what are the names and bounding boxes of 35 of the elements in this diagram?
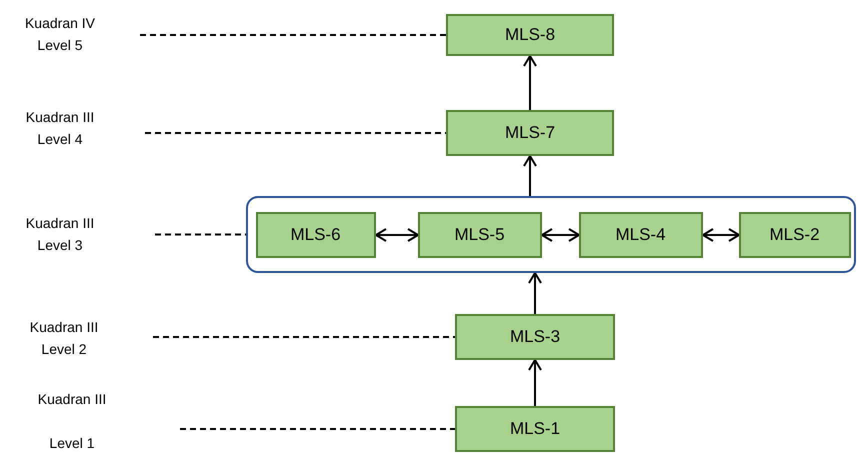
process-box [418, 212, 542, 258]
level-label: Kuadran III Level 2 [28, 318, 100, 359]
dashed-line [155, 234, 246, 236]
arrow [375, 228, 419, 242]
group-container [246, 196, 856, 273]
box-label: MLS-1 [510, 419, 560, 439]
arrow [523, 55, 537, 110]
box-label: MLS-6 [290, 224, 341, 244]
box-label: MLS-5 [454, 224, 505, 244]
dashed-line [140, 34, 446, 36]
process-box [738, 212, 850, 258]
box-label: MLS-8 [504, 25, 556, 45]
level-label: Level 1 [48, 434, 96, 453]
arrow [702, 228, 740, 242]
arrow [528, 359, 542, 406]
level-label: Kuadran IV Level 5 [24, 14, 96, 55]
box-label: MLS-2 [769, 224, 820, 244]
box-label: MLS-3 [510, 327, 560, 347]
arrow [523, 155, 537, 196]
dashed-line [180, 428, 455, 430]
dashed-line [153, 336, 455, 338]
level-label: Kuadran III Level 4 [24, 108, 96, 149]
process-box [455, 314, 615, 360]
dashed-line [145, 132, 446, 134]
process-box [446, 14, 614, 56]
box-label: MLS-7 [504, 123, 556, 143]
process-box [446, 110, 614, 156]
arrow [541, 228, 580, 242]
process-box [455, 406, 615, 452]
box-label: MLS-4 [615, 224, 666, 244]
process-box [578, 212, 702, 258]
level-label: Kuadran III Level 3 [24, 214, 96, 255]
arrow [528, 272, 542, 314]
process-box [256, 212, 376, 258]
level-label: Kuadran III [36, 390, 108, 409]
